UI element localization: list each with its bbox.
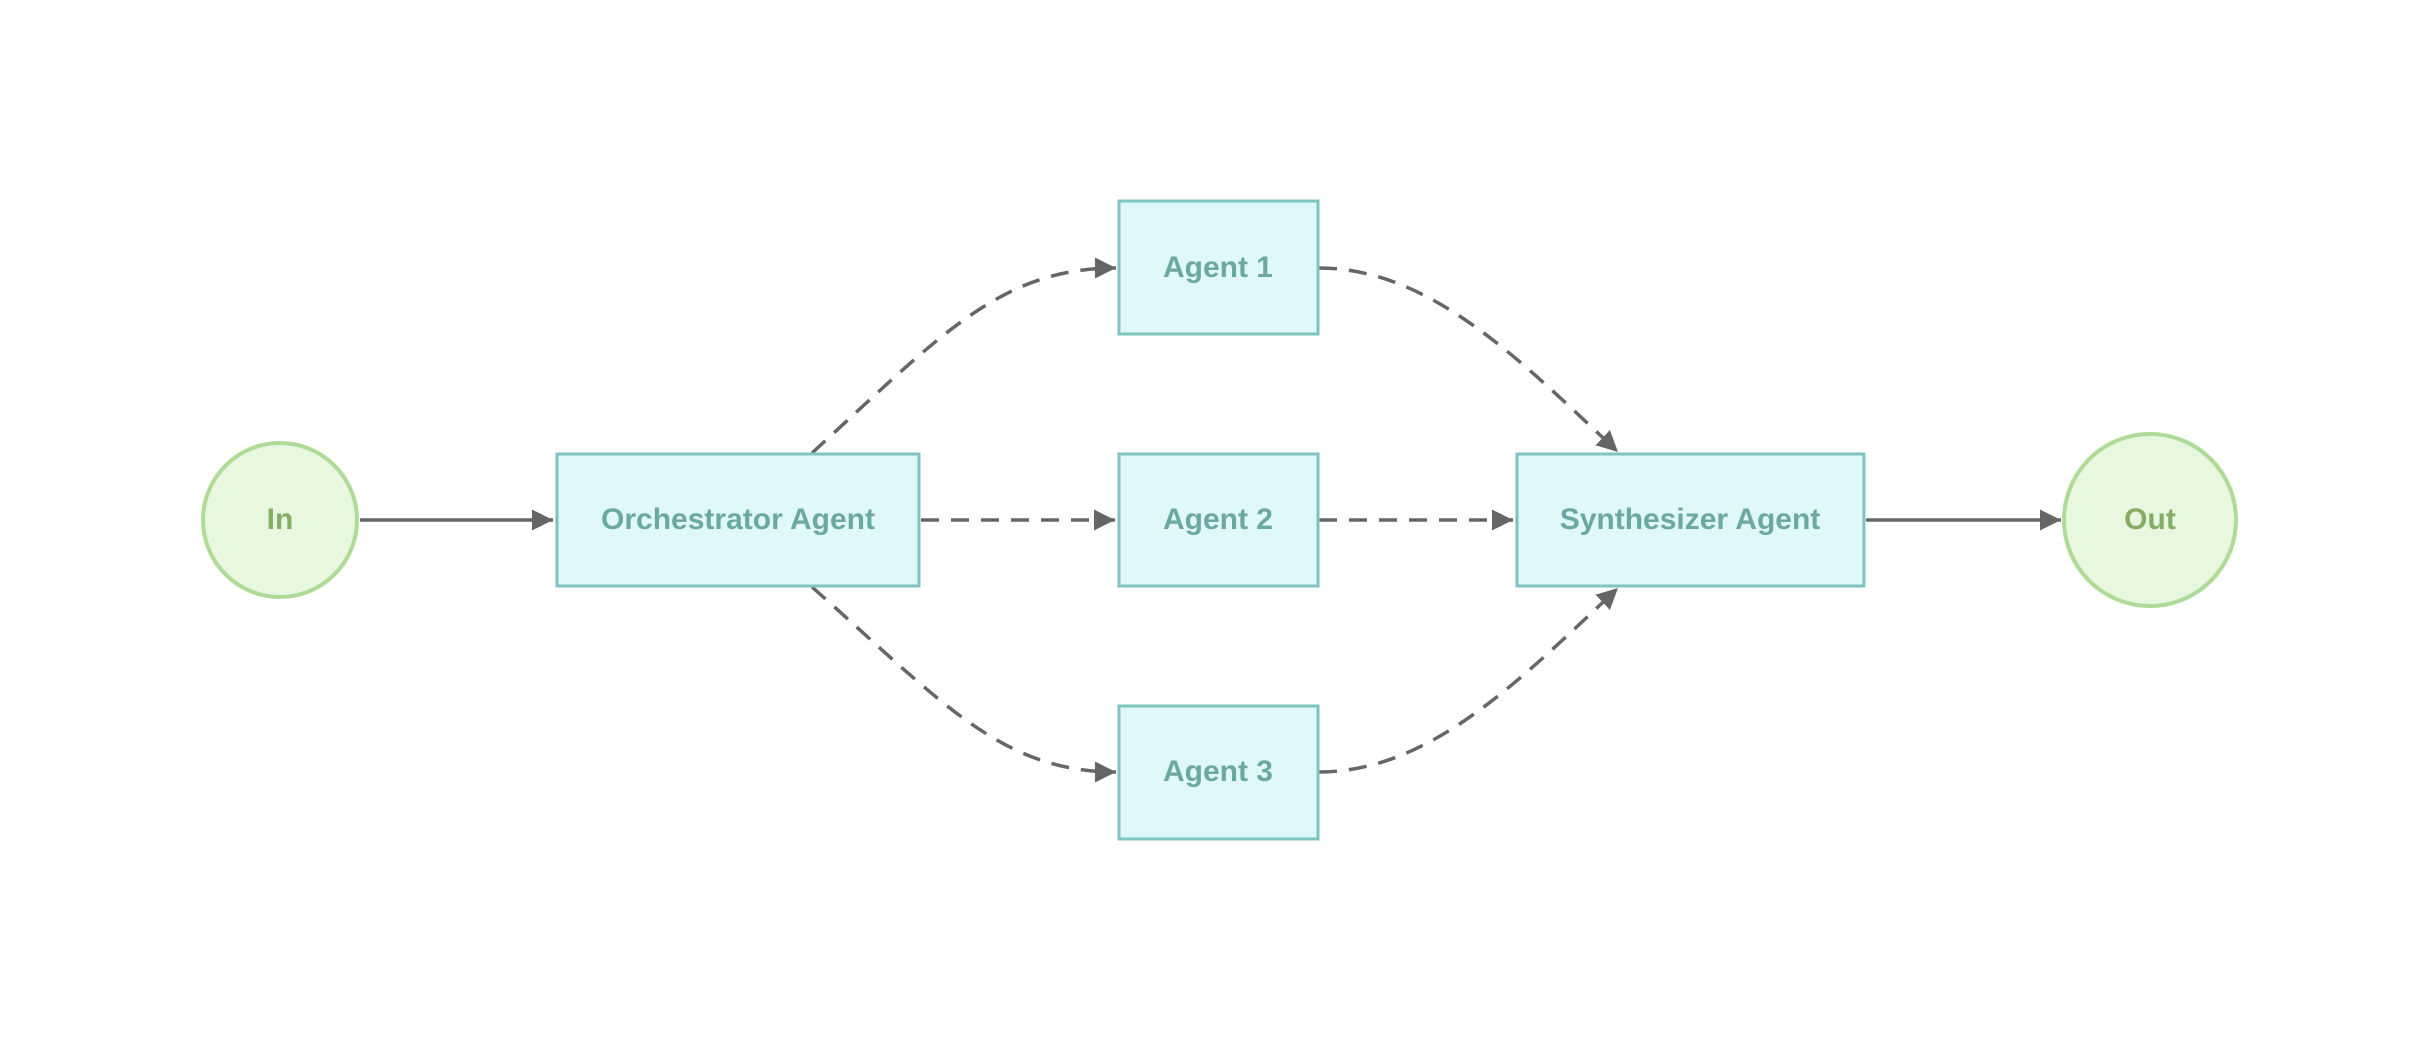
agent3-label: Agent 3 <box>1163 755 1273 788</box>
edge-orchestrator-to-agent3 <box>810 585 1117 783</box>
node-in: In <box>201 441 359 599</box>
edge-agent1-to-synthesizer <box>1318 266 1620 454</box>
agent2-box <box>1117 452 1320 588</box>
node-orchestrator-agent: Orchestrator Agent <box>555 452 921 588</box>
in-circle <box>201 441 359 599</box>
in-label: In <box>267 503 294 536</box>
synthesizer-box <box>1515 452 1866 588</box>
node-synthesizer-agent: Synthesizer Agent <box>1515 452 1866 588</box>
agent3-box <box>1117 704 1320 841</box>
agent1-label: Agent 1 <box>1163 251 1273 284</box>
node-agent-2: Agent 2 <box>1117 452 1320 588</box>
node-agent-1: Agent 1 <box>1117 199 1320 336</box>
orchestrator-box <box>555 452 921 588</box>
agent1-box <box>1117 199 1320 336</box>
node-out: Out <box>2062 432 2238 608</box>
edges <box>360 257 2061 783</box>
edge-agent3-to-synthesizer <box>1318 586 1620 774</box>
edge-orchestrator-to-agent1 <box>810 257 1117 455</box>
out-circle <box>2062 432 2238 608</box>
out-label: Out <box>2124 503 2176 536</box>
synthesizer-label: Synthesizer Agent <box>1560 503 1821 536</box>
agent2-label: Agent 2 <box>1163 503 1273 536</box>
node-agent-3: Agent 3 <box>1117 704 1320 841</box>
orchestrator-label: Orchestrator Agent <box>601 503 875 536</box>
